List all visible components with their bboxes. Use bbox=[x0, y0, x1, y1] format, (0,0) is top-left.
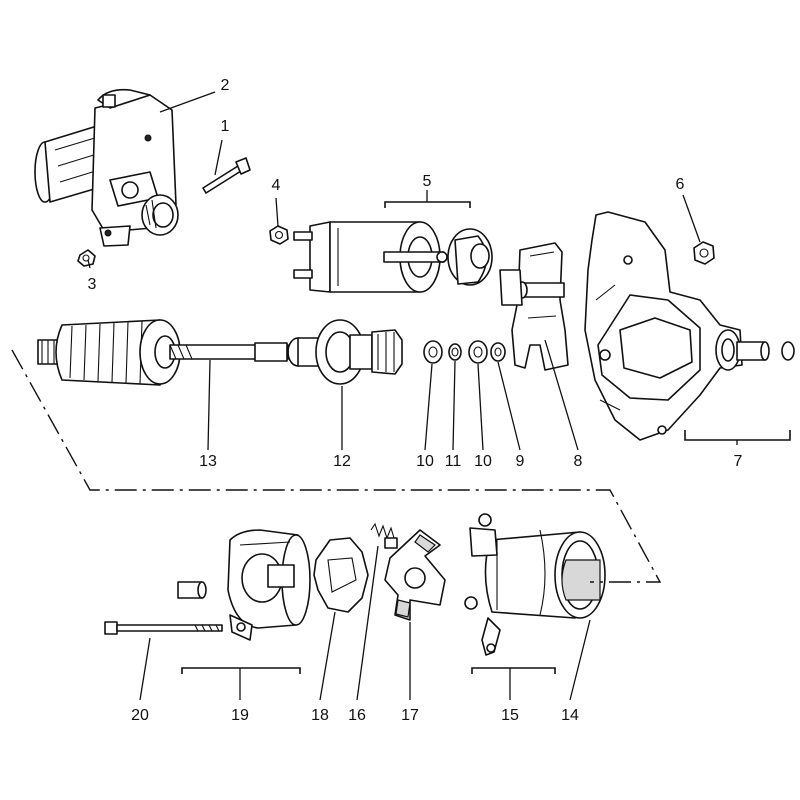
retaining-ring bbox=[448, 343, 462, 361]
brace-15 bbox=[471, 667, 556, 674]
terminal-nut bbox=[269, 225, 289, 245]
shift-lever bbox=[499, 242, 569, 371]
callout-2: 2 bbox=[221, 77, 230, 94]
callout-5: 5 bbox=[423, 173, 432, 190]
stop-collar-outer bbox=[468, 340, 488, 364]
callout-9: 9 bbox=[516, 453, 525, 470]
callout-8: 8 bbox=[574, 453, 583, 470]
callout-10-left: 10 bbox=[416, 453, 434, 470]
through-bolt bbox=[202, 157, 251, 194]
callout-18: 18 bbox=[311, 707, 329, 724]
callout-4: 4 bbox=[272, 177, 281, 194]
callout-13: 13 bbox=[199, 453, 217, 470]
stop-collar-inner bbox=[423, 340, 443, 364]
end-frame-bolt bbox=[104, 621, 223, 635]
overrunning-clutch bbox=[287, 319, 403, 385]
callout-7: 7 bbox=[734, 453, 743, 470]
callout-6: 6 bbox=[676, 176, 685, 193]
armature bbox=[37, 319, 289, 386]
nut bbox=[77, 249, 96, 267]
brace-5 bbox=[384, 201, 471, 208]
brace-7 bbox=[684, 430, 791, 441]
brush-spring bbox=[370, 522, 398, 549]
callout-14: 14 bbox=[561, 707, 579, 724]
callout-16: 16 bbox=[348, 707, 366, 724]
callout-1: 1 bbox=[221, 118, 230, 135]
callout-labels: 1 2 3 4 5 6 7 8 9 10 11 10 12 13 14 15 1… bbox=[88, 77, 743, 724]
callout-20: 20 bbox=[131, 707, 149, 724]
callout-15: 15 bbox=[501, 707, 519, 724]
callout-10-right: 10 bbox=[474, 453, 492, 470]
brush-plate bbox=[313, 537, 369, 613]
commutator-end-frame bbox=[227, 529, 311, 641]
thrust-washer bbox=[490, 342, 506, 362]
mounting-nut bbox=[693, 241, 715, 265]
assembly-centerline bbox=[11, 349, 662, 583]
assembled-starter-motor bbox=[34, 88, 179, 247]
callout-3: 3 bbox=[88, 276, 97, 293]
field-frame bbox=[464, 513, 606, 656]
drive-housing bbox=[584, 211, 795, 441]
leader-lines bbox=[87, 91, 738, 701]
callout-17: 17 bbox=[401, 707, 419, 724]
callout-19: 19 bbox=[231, 707, 249, 724]
bushing bbox=[177, 581, 207, 599]
brush-holder bbox=[384, 529, 446, 621]
solenoid bbox=[293, 221, 493, 293]
callout-11: 11 bbox=[445, 453, 462, 470]
callout-12: 12 bbox=[333, 453, 351, 470]
brace-19 bbox=[181, 667, 301, 674]
